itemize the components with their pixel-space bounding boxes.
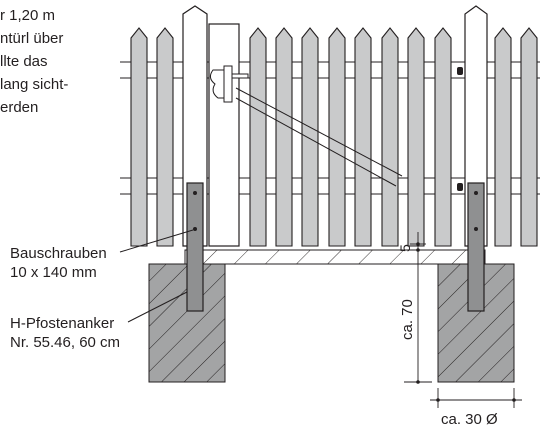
gap-dim-dot-bottom (416, 248, 420, 252)
anchor-label: H-Pfostenanker (10, 315, 114, 332)
intro-text-line-5: erden (0, 99, 38, 116)
fence-picket-7 (354, 27, 372, 247)
right-post-anchor (467, 182, 485, 312)
fence-picket-12 (520, 27, 538, 247)
gate-hinges (457, 67, 463, 191)
diameter-dimension-label: ca. 30 Ø (441, 411, 498, 428)
diameter-dim-dot-left (436, 398, 440, 402)
gate-panel (208, 23, 403, 247)
gate-frame (208, 23, 240, 247)
lower-hinge (457, 183, 463, 191)
leader-lines (119, 229, 194, 323)
dimension-labels: 5 ca. 70 ca. 30 Ø (397, 244, 498, 428)
intro-text-line-4: lang sicht- (0, 76, 68, 93)
footings (148, 263, 515, 383)
left-bolt-lower (193, 227, 197, 231)
fence-picket-11 (494, 27, 512, 247)
part-labels: Bauschrauben 10 x 140 mm H-Pfostenanker … (10, 245, 120, 351)
depth-dimension-label: ca. 70 (399, 299, 416, 340)
gap-dimension-label: 5 (397, 244, 413, 252)
fence-picket-3 (249, 27, 267, 247)
left-post-anchor (186, 182, 204, 312)
latch-lock-box (223, 65, 233, 103)
fence-picket-8 (381, 27, 399, 247)
diameter-dim-dot-right (512, 398, 516, 402)
gate-latch (209, 65, 249, 103)
fence-picket-2 (156, 27, 174, 247)
gate-diagonal-brace-bottom (235, 97, 397, 187)
bolts-leader (119, 229, 194, 253)
right-bolt-lower (474, 227, 478, 231)
fence-pickets (130, 27, 538, 247)
left-bolt-upper (193, 191, 197, 195)
gate-diagonal-brace-top (235, 87, 403, 177)
gap-dim-dot-top (416, 242, 420, 246)
anchor-bolts (193, 191, 478, 231)
right-bolt-upper (474, 191, 478, 195)
dimension-dots (416, 242, 516, 402)
anchor-leader (127, 291, 188, 323)
bolts-spec-label: 10 x 140 mm (10, 264, 97, 281)
post-anchors (186, 182, 485, 312)
ground-hatched-band (184, 249, 486, 265)
anchor-spec-label: Nr. 55.46, 60 cm (10, 334, 120, 351)
latch-bar (231, 73, 249, 79)
fence-picket-9 (407, 27, 425, 247)
depth-dim-dot (416, 380, 420, 384)
intro-text-line-2: ntürl über (0, 30, 63, 47)
ground-strip (184, 249, 486, 265)
intro-text-line-1: r 1,20 m (0, 7, 55, 24)
bolts-label: Bauschrauben (10, 245, 107, 262)
upper-hinge (457, 67, 463, 75)
intro-text-line-3: llte das (0, 53, 48, 70)
intro-text-block: r 1,20 m ntürl über llte das lang sicht-… (0, 7, 68, 116)
fence-picket-10 (434, 27, 452, 247)
dimension-lines (404, 232, 522, 408)
fence-picket-1 (130, 27, 148, 247)
fence-picket-6 (328, 27, 346, 247)
latch-handle (209, 69, 225, 99)
fence-picket-4 (275, 27, 293, 247)
fence-picket-5 (301, 27, 319, 247)
